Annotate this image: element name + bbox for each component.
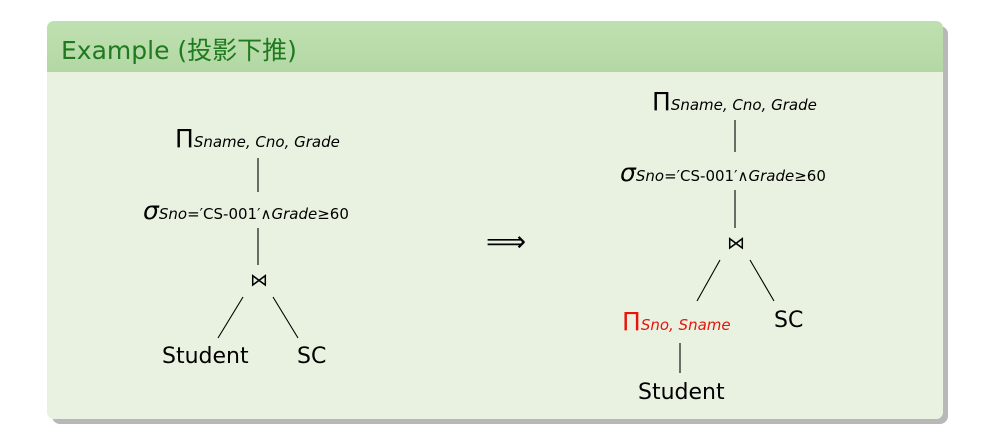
selection-subscript-end: ≥60	[317, 205, 349, 223]
selection-subscript-rest: =′CS-001′∧	[664, 167, 749, 185]
block-title: Example (投影下推)	[61, 36, 297, 65]
projection-subscript: Sname, Cno, Grade	[670, 96, 817, 114]
projection-symbol: Π	[622, 307, 641, 336]
selection-subscript-rest: =′CS-001′∧	[187, 205, 272, 223]
left-leaf-student: Student	[162, 344, 249, 369]
selection-subscript-var: Sno	[158, 205, 188, 223]
right-edge-join-sc	[749, 259, 775, 302]
right-selection-node: σSno=′CS-001′∧Grade≥60	[620, 160, 826, 185]
transform-arrow: ⟹	[486, 225, 527, 258]
example-block: Example (投影下推)	[47, 21, 943, 419]
left-selection-node: σSno=′CS-001′∧Grade≥60	[143, 198, 349, 223]
right-edge-join-projection	[696, 259, 721, 302]
left-projection-node: ΠSname, Cno, Grade	[175, 126, 340, 151]
block-body	[47, 72, 943, 419]
right-join-node: ⋈	[727, 233, 745, 254]
right-leaf-sc: SC	[774, 308, 804, 333]
right-pushed-projection-node: ΠSno, Sname	[622, 309, 731, 334]
left-join-node: ⋈	[250, 270, 268, 291]
projection-symbol: Π	[652, 87, 671, 116]
left-edge-join-student	[217, 296, 244, 339]
selection-subscript-var: Sno	[635, 167, 665, 185]
left-edge-join-sc	[272, 296, 299, 339]
selection-subscript-var2: Grade	[748, 167, 795, 185]
selection-subscript-var2: Grade	[271, 205, 318, 223]
projection-subscript: Sno, Sname	[640, 316, 731, 334]
right-projection-node: ΠSname, Cno, Grade	[652, 89, 817, 114]
right-leaf-student: Student	[638, 380, 725, 405]
projection-symbol: Π	[175, 124, 194, 153]
selection-symbol: σ	[620, 158, 636, 187]
projection-subscript: Sname, Cno, Grade	[193, 133, 340, 151]
block-header: Example (投影下推)	[47, 21, 943, 72]
selection-symbol: σ	[143, 196, 159, 225]
selection-subscript-end: ≥60	[794, 167, 826, 185]
left-leaf-sc: SC	[297, 344, 327, 369]
